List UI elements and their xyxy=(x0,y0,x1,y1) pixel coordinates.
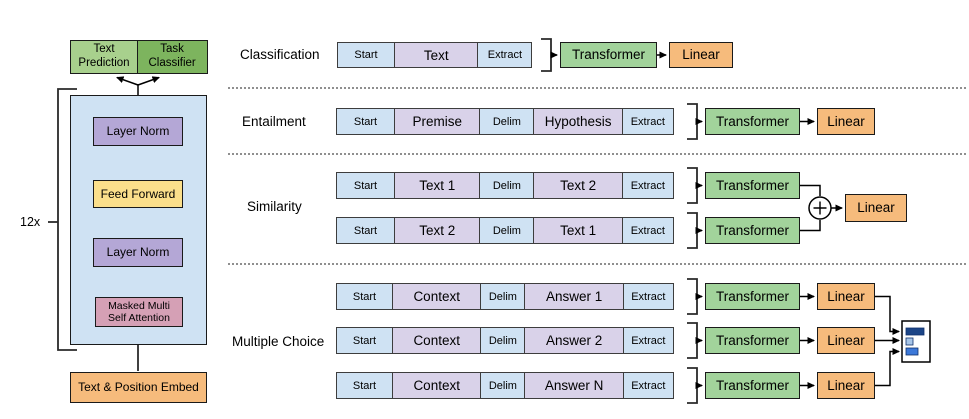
linear-box: Linear xyxy=(669,42,733,68)
text-prediction-box: Text Prediction xyxy=(70,40,138,74)
token-strip: Start Context Delim Answer 1 Extract xyxy=(336,283,674,310)
token-strip: Start Text 1 Delim Text 2 Extract xyxy=(336,172,674,199)
sum-icon xyxy=(808,196,832,220)
token-start: Start xyxy=(336,217,395,244)
token-delim: Delim xyxy=(480,372,526,399)
token-context: Context xyxy=(391,283,482,310)
section-label-similarity: Similarity xyxy=(247,199,302,214)
linear-box: Linear xyxy=(845,194,907,222)
token-start: Start xyxy=(336,327,393,354)
section-label-classification: Classification xyxy=(240,47,320,62)
transformer-box: Transformer xyxy=(705,217,800,244)
token-answer-n: Answer N xyxy=(524,372,625,399)
token-start: Start xyxy=(336,372,393,399)
section-divider xyxy=(228,153,966,155)
masked-attention-box: Masked Multi Self Attention xyxy=(95,297,183,327)
token-extract: Extract xyxy=(622,372,674,399)
transformer-box: Transformer xyxy=(705,283,800,310)
section-divider xyxy=(228,87,966,89)
token-delim: Delim xyxy=(480,283,526,310)
token-delim: Delim xyxy=(479,217,535,244)
linear-box: Linear xyxy=(817,327,875,354)
token-extract: Extract xyxy=(621,172,674,199)
transformer-box: Transformer xyxy=(705,172,800,199)
output-heads: Text Prediction Task Classifier xyxy=(70,40,208,74)
token-strip: Start Text 2 Delim Text 1 Extract xyxy=(336,217,674,244)
section-divider xyxy=(228,263,966,265)
token-extract: Extract xyxy=(621,217,674,244)
token-start: Start xyxy=(336,108,395,135)
token-hypothesis: Hypothesis xyxy=(533,108,624,135)
linear-box: Linear xyxy=(817,108,875,135)
layer-norm-top-box: Layer Norm xyxy=(93,117,183,146)
feed-forward-box: Feed Forward xyxy=(93,180,183,208)
token-delim: Delim xyxy=(480,327,526,354)
token-answer-1: Answer 1 xyxy=(524,283,625,310)
layer-norm-bottom-box: Layer Norm xyxy=(93,238,183,267)
task-classifier-box: Task Classifier xyxy=(136,40,208,74)
token-extract: Extract xyxy=(622,283,674,310)
token-strip: Start Context Delim Answer 2 Extract xyxy=(336,327,674,354)
token-extract: Extract xyxy=(477,42,533,68)
transformer-box: Transformer xyxy=(705,108,800,135)
linear-box: Linear xyxy=(817,283,875,310)
transformer-box: Transformer xyxy=(705,327,800,354)
repeat-count-label: 12x xyxy=(20,215,41,229)
token-start: Start xyxy=(336,172,395,199)
section-label-multiple-choice: Multiple Choice xyxy=(232,334,325,349)
softmax-bars-icon xyxy=(901,320,931,363)
token-text: Text xyxy=(393,42,479,68)
token-delim: Delim xyxy=(479,108,535,135)
token-start: Start xyxy=(336,283,393,310)
token-strip: Start Text Extract xyxy=(337,42,533,68)
token-context: Context xyxy=(391,327,482,354)
token-strip: Start Premise Delim Hypothesis Extract xyxy=(336,108,674,135)
linear-box: Linear xyxy=(817,372,875,399)
transformer-box: Transformer xyxy=(705,372,800,399)
token-text-1: Text 1 xyxy=(533,217,624,244)
token-delim: Delim xyxy=(479,172,535,199)
token-strip: Start Context Delim Answer N Extract xyxy=(336,372,674,399)
token-premise: Premise xyxy=(393,108,481,135)
token-start: Start xyxy=(337,42,395,68)
token-text-1: Text 1 xyxy=(393,172,481,199)
embed-box: Text & Position Embed xyxy=(70,372,207,403)
token-context: Context xyxy=(391,372,482,399)
token-text-2: Text 2 xyxy=(393,217,481,244)
token-answer-2: Answer 2 xyxy=(524,327,625,354)
token-text-2: Text 2 xyxy=(533,172,624,199)
section-label-entailment: Entailment xyxy=(242,114,306,129)
transformer-box: Transformer xyxy=(560,42,657,68)
token-extract: Extract xyxy=(622,327,674,354)
token-extract: Extract xyxy=(621,108,674,135)
